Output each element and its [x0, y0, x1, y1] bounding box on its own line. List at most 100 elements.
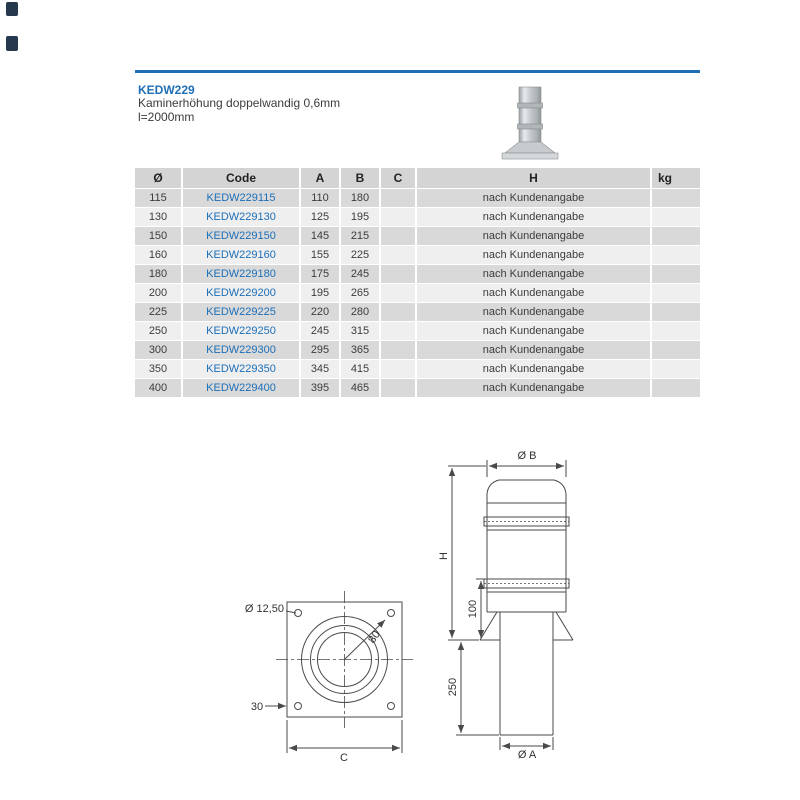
product-code-title: KEDW229: [138, 83, 195, 97]
table-row: 180 KEDW229180 175 245 nach Kundenangabe: [135, 265, 700, 283]
cell-a: 220: [301, 303, 341, 321]
cell-code: KEDW229300: [183, 341, 301, 359]
cell-a: 125: [301, 208, 341, 226]
dim-base-width-label: C: [340, 752, 348, 764]
product-code-link[interactable]: KEDW229400: [206, 382, 276, 394]
cell-c: [381, 208, 417, 226]
product-code-link[interactable]: KEDW229160: [206, 249, 276, 261]
cell-kg: [652, 227, 700, 245]
cell-b: 315: [341, 322, 381, 340]
drawing-side-view: [448, 460, 574, 750]
cell-c: [381, 322, 417, 340]
cell-a: 110: [301, 189, 341, 207]
cell-diameter: 400: [135, 379, 183, 397]
cell-b: 225: [341, 246, 381, 264]
table-row: 250 KEDW229250 245 315 nach Kundenangabe: [135, 322, 700, 340]
cell-h: nach Kundenangabe: [417, 341, 652, 359]
product-code-link[interactable]: KEDW229225: [206, 306, 276, 318]
cell-c: [381, 246, 417, 264]
col-header-diameter: Ø: [135, 168, 183, 188]
cell-c: [381, 284, 417, 302]
cell-c: [381, 341, 417, 359]
cell-b: 365: [341, 341, 381, 359]
cell-h: nach Kundenangabe: [417, 284, 652, 302]
cell-kg: [652, 379, 700, 397]
cell-code: KEDW229130: [183, 208, 301, 226]
cell-kg: [652, 341, 700, 359]
cell-kg: [652, 303, 700, 321]
page-corner-artifact-icon: [6, 2, 18, 16]
cell-kg: [652, 284, 700, 302]
cell-b: 245: [341, 265, 381, 283]
page-corner-artifact-icon: [6, 36, 18, 51]
dim-angle-label: 80: [366, 629, 383, 646]
table-row: 200 KEDW229200 195 265 nach Kundenangabe: [135, 284, 700, 302]
cell-diameter: 200: [135, 284, 183, 302]
cell-a: 195: [301, 284, 341, 302]
product-code-link[interactable]: KEDW229180: [206, 268, 276, 280]
cell-diameter: 150: [135, 227, 183, 245]
product-description-line2: l=2000mm: [138, 109, 195, 124]
cell-a: 145: [301, 227, 341, 245]
product-code-link[interactable]: KEDW229250: [206, 325, 276, 337]
product-code-link[interactable]: KEDW229130: [206, 211, 276, 223]
cell-diameter: 160: [135, 246, 183, 264]
top-view-labels: Ø 12,50 80 30 C: [245, 603, 383, 764]
product-code-link[interactable]: KEDW229300: [206, 344, 276, 356]
cell-b: 280: [341, 303, 381, 321]
cell-kg: [652, 246, 700, 264]
table-row: 400 KEDW229400 395 465 nach Kundenangabe: [135, 379, 700, 397]
cell-a: 295: [301, 341, 341, 359]
product-code-link[interactable]: KEDW229115: [206, 192, 276, 204]
cell-code: KEDW229250: [183, 322, 301, 340]
col-header-h: H: [417, 168, 652, 188]
col-header-a: A: [301, 168, 341, 188]
cell-diameter: 225: [135, 303, 183, 321]
table-row: 300 KEDW229300 295 365 nach Kundenangabe: [135, 341, 700, 359]
cell-a: 345: [301, 360, 341, 378]
cell-c: [381, 379, 417, 397]
dim-height-label: H: [438, 552, 450, 560]
table-row: 130 KEDW229130 125 195 nach Kundenangabe: [135, 208, 700, 226]
cell-code: KEDW229225: [183, 303, 301, 321]
cell-code: KEDW229200: [183, 284, 301, 302]
cell-h: nach Kundenangabe: [417, 379, 652, 397]
product-code-link[interactable]: KEDW229150: [206, 230, 276, 242]
product-code-link[interactable]: KEDW229200: [206, 287, 276, 299]
cell-diameter: 130: [135, 208, 183, 226]
cell-diameter: 300: [135, 341, 183, 359]
cell-c: [381, 360, 417, 378]
product-code-link[interactable]: KEDW229350: [206, 363, 276, 375]
cell-code: KEDW229180: [183, 265, 301, 283]
cell-h: nach Kundenangabe: [417, 322, 652, 340]
side-view-labels: Ø B H 100 250 Ø A: [438, 450, 537, 761]
cell-kg: [652, 322, 700, 340]
dim-offset-label: 30: [251, 701, 263, 713]
col-header-kg: kg: [652, 168, 700, 188]
dim-bottom-diameter-label: Ø A: [518, 749, 537, 761]
cell-h: nach Kundenangabe: [417, 246, 652, 264]
cell-kg: [652, 189, 700, 207]
cell-code: KEDW229160: [183, 246, 301, 264]
product-description: Kaminerhöhung doppelwandig 0,6mm l=2000m…: [138, 96, 341, 124]
cell-code: KEDW229115: [183, 189, 301, 207]
cell-diameter: 115: [135, 189, 183, 207]
cell-c: [381, 303, 417, 321]
table-row: 225 KEDW229225 220 280 nach Kundenangabe: [135, 303, 700, 321]
cell-a: 155: [301, 246, 341, 264]
cell-code: KEDW229350: [183, 360, 301, 378]
cell-c: [381, 227, 417, 245]
col-header-b: B: [341, 168, 381, 188]
cell-b: 465: [341, 379, 381, 397]
cell-diameter: 350: [135, 360, 183, 378]
cell-a: 395: [301, 379, 341, 397]
cell-code: KEDW229400: [183, 379, 301, 397]
cell-b: 265: [341, 284, 381, 302]
cell-h: nach Kundenangabe: [417, 303, 652, 321]
col-header-code: Code: [183, 168, 301, 188]
cell-a: 245: [301, 322, 341, 340]
product-description-line1: Kaminerhöhung doppelwandig 0,6mm: [138, 96, 341, 110]
dim-collar-height-label: 100: [467, 600, 479, 618]
